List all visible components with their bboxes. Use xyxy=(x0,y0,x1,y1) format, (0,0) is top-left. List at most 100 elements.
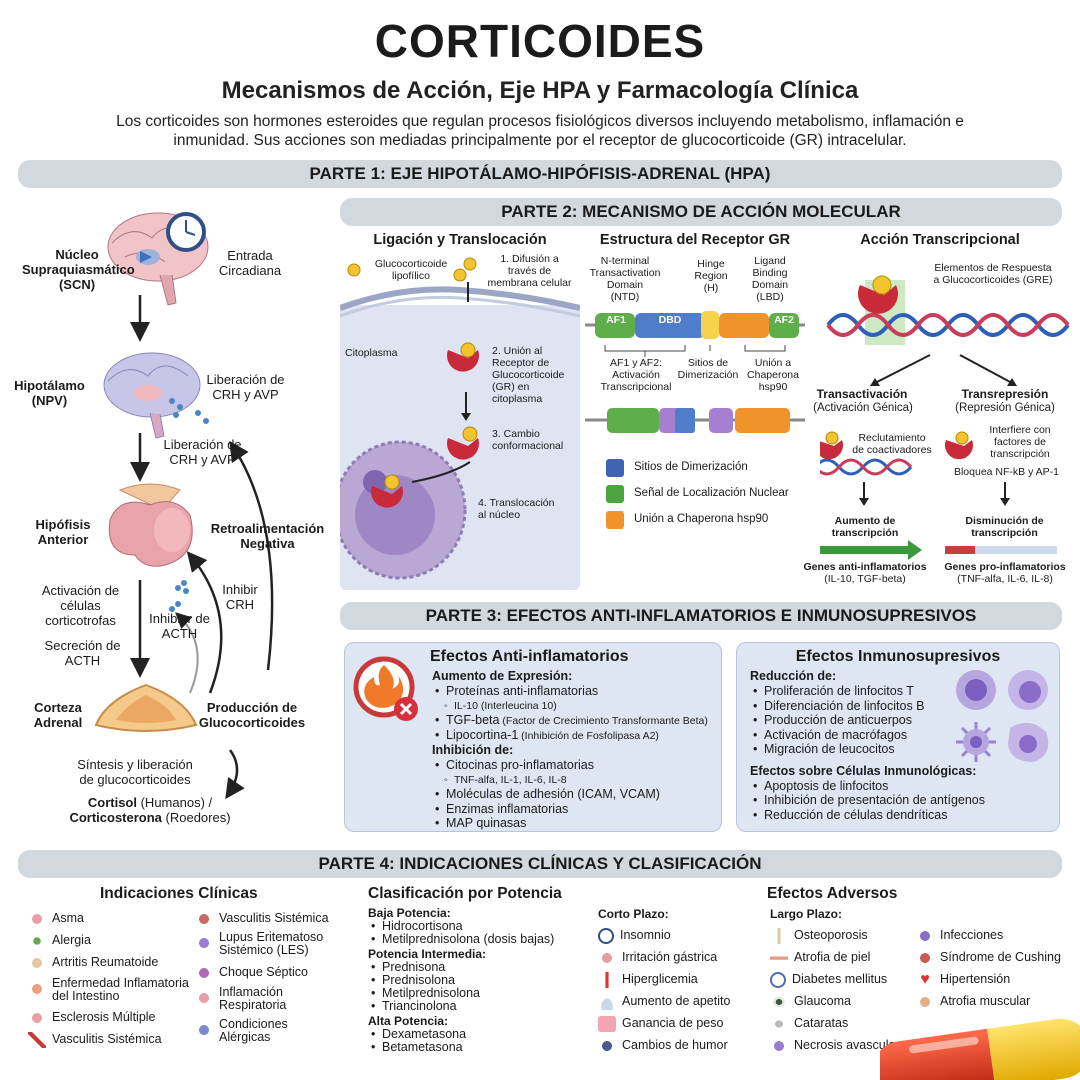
intro-text: Los corticoides son hormones esteroides … xyxy=(60,112,1020,150)
receptor-icon xyxy=(371,474,403,508)
muscle-icon xyxy=(916,993,934,1010)
potency-list: Baja Potencia: Hidrocortisona Metilpredn… xyxy=(368,907,593,1055)
list-item: Osteoporosis xyxy=(770,924,915,946)
cell-diagram xyxy=(340,257,580,590)
list-item: Atrofia de piel xyxy=(770,946,915,968)
list-item: Activación de macrófagos xyxy=(750,728,950,743)
glucocorticoid-dot xyxy=(347,263,361,277)
list-item: Atrofia muscular xyxy=(916,990,1066,1012)
bone-icon xyxy=(770,927,788,944)
intro-line: Los corticoides son hormones esteroides … xyxy=(116,113,964,130)
hpa-axis-diagram xyxy=(94,212,274,800)
long-term-list: Osteoporosis Atrofia de piel Diabetes me… xyxy=(770,924,915,1056)
list-item: Vasculitis Sistémica xyxy=(195,907,345,929)
receptor-domains-bar xyxy=(585,311,805,433)
joint-icon xyxy=(28,954,46,971)
list-item: Choque Séptico xyxy=(195,961,345,983)
legend-swatch xyxy=(606,511,624,529)
legend-label: Sitios de Dimerización xyxy=(634,461,748,473)
anti-list: Aumento de Expresión: Proteínas anti-inf… xyxy=(432,669,722,831)
list-item: Migración de leucocitos xyxy=(750,742,950,757)
list-item: Proliferación de linfocitos T xyxy=(750,684,950,699)
list-item: Moléculas de adhesión (ICAM, VCAM) xyxy=(432,787,722,802)
immuno-list: Reducción de: Proliferación de linfocito… xyxy=(750,669,985,823)
potency-title: Clasificación por Potencia xyxy=(368,885,562,902)
indications-title: Indicaciones Clínicas xyxy=(100,885,258,902)
list-item: ♥Hipertensión xyxy=(916,968,1066,990)
list-item: Prednisona xyxy=(368,961,593,975)
virus-icon xyxy=(916,927,934,944)
allergy-icon xyxy=(195,1022,213,1038)
list-item: Triancinolona xyxy=(368,1000,593,1014)
list-item: Cambios de humor xyxy=(598,1034,768,1056)
page-subtitle: Mecanismos de Acción, Eje HPA y Farmacol… xyxy=(221,77,859,104)
list-item: Prednisolona xyxy=(368,974,593,988)
receptor-icon xyxy=(820,431,843,460)
part3-banner: PARTE 3: EFECTOS ANTI-INFLAMATORIOS E IN… xyxy=(340,602,1062,630)
af1-domain: AF1 xyxy=(606,314,626,326)
list-item: Diferenciación de linfocitos B xyxy=(750,699,950,714)
heart-icon: ♥ xyxy=(920,970,930,988)
list-item: Dexametasona xyxy=(368,1028,593,1042)
receptor-icon xyxy=(447,426,479,460)
transcription-title: Acción Transcripcional xyxy=(860,232,1020,248)
intestine-icon xyxy=(28,981,46,997)
clock-icon xyxy=(598,927,614,944)
transcription-diagram xyxy=(820,275,1070,560)
transrepression-title: Transrepresión xyxy=(961,387,1049,401)
list-item: Aumento de apetito xyxy=(598,990,768,1012)
anti-title: Efectos Anti-inflamatorios xyxy=(430,648,629,665)
list-item: Citocinas pro-inflamatorias xyxy=(432,758,722,773)
cell-icon xyxy=(770,1037,788,1054)
list-item: MAP quinasas xyxy=(432,816,722,831)
page-title: CORTICOIDES xyxy=(374,15,706,67)
lupus-icon xyxy=(195,935,213,951)
legend-swatch xyxy=(606,485,624,503)
bowl-icon xyxy=(598,993,616,1010)
transrepression-sub: (Represión Génica) xyxy=(955,402,1055,414)
block-label: Bloquea NF-kB y AP-1 xyxy=(953,466,1060,478)
adverse-title: Efectos Adversos xyxy=(767,885,898,902)
list-item: Glaucoma xyxy=(770,990,915,1012)
list-item: Esclerosis Múltiple xyxy=(28,1006,198,1028)
list-item: Necrosis avascula xyxy=(770,1034,915,1056)
list-item: Enzimas inflamatorias xyxy=(432,802,722,817)
list-item: IL-10 (Interleucina 10) xyxy=(432,699,722,714)
cytoplasm-label: Citoplasma xyxy=(345,347,398,359)
virus-icon xyxy=(195,910,213,927)
transactivation-sub: (Activación Génica) xyxy=(813,402,913,414)
receptor-icon xyxy=(945,431,973,460)
cushing-icon xyxy=(916,949,934,966)
list-item: Asma xyxy=(28,907,198,929)
list-item: Hidrocortisona xyxy=(368,920,593,934)
list-item: Vasculitis Sistémica xyxy=(28,1028,198,1050)
dbd-domain: DBD xyxy=(658,314,682,326)
indications-col1: Asma Alergia Artritis Reumatoide Enferme… xyxy=(28,907,198,1050)
list-item: Ganancia de peso xyxy=(598,1012,768,1034)
stomach-icon xyxy=(598,949,616,966)
list-item: Reducción de células dendríticas xyxy=(750,808,950,823)
list-item: Apoptosis de linfocitos xyxy=(750,779,950,794)
list-item: Cataratas xyxy=(770,1012,915,1034)
lungs-icon xyxy=(195,990,213,1006)
